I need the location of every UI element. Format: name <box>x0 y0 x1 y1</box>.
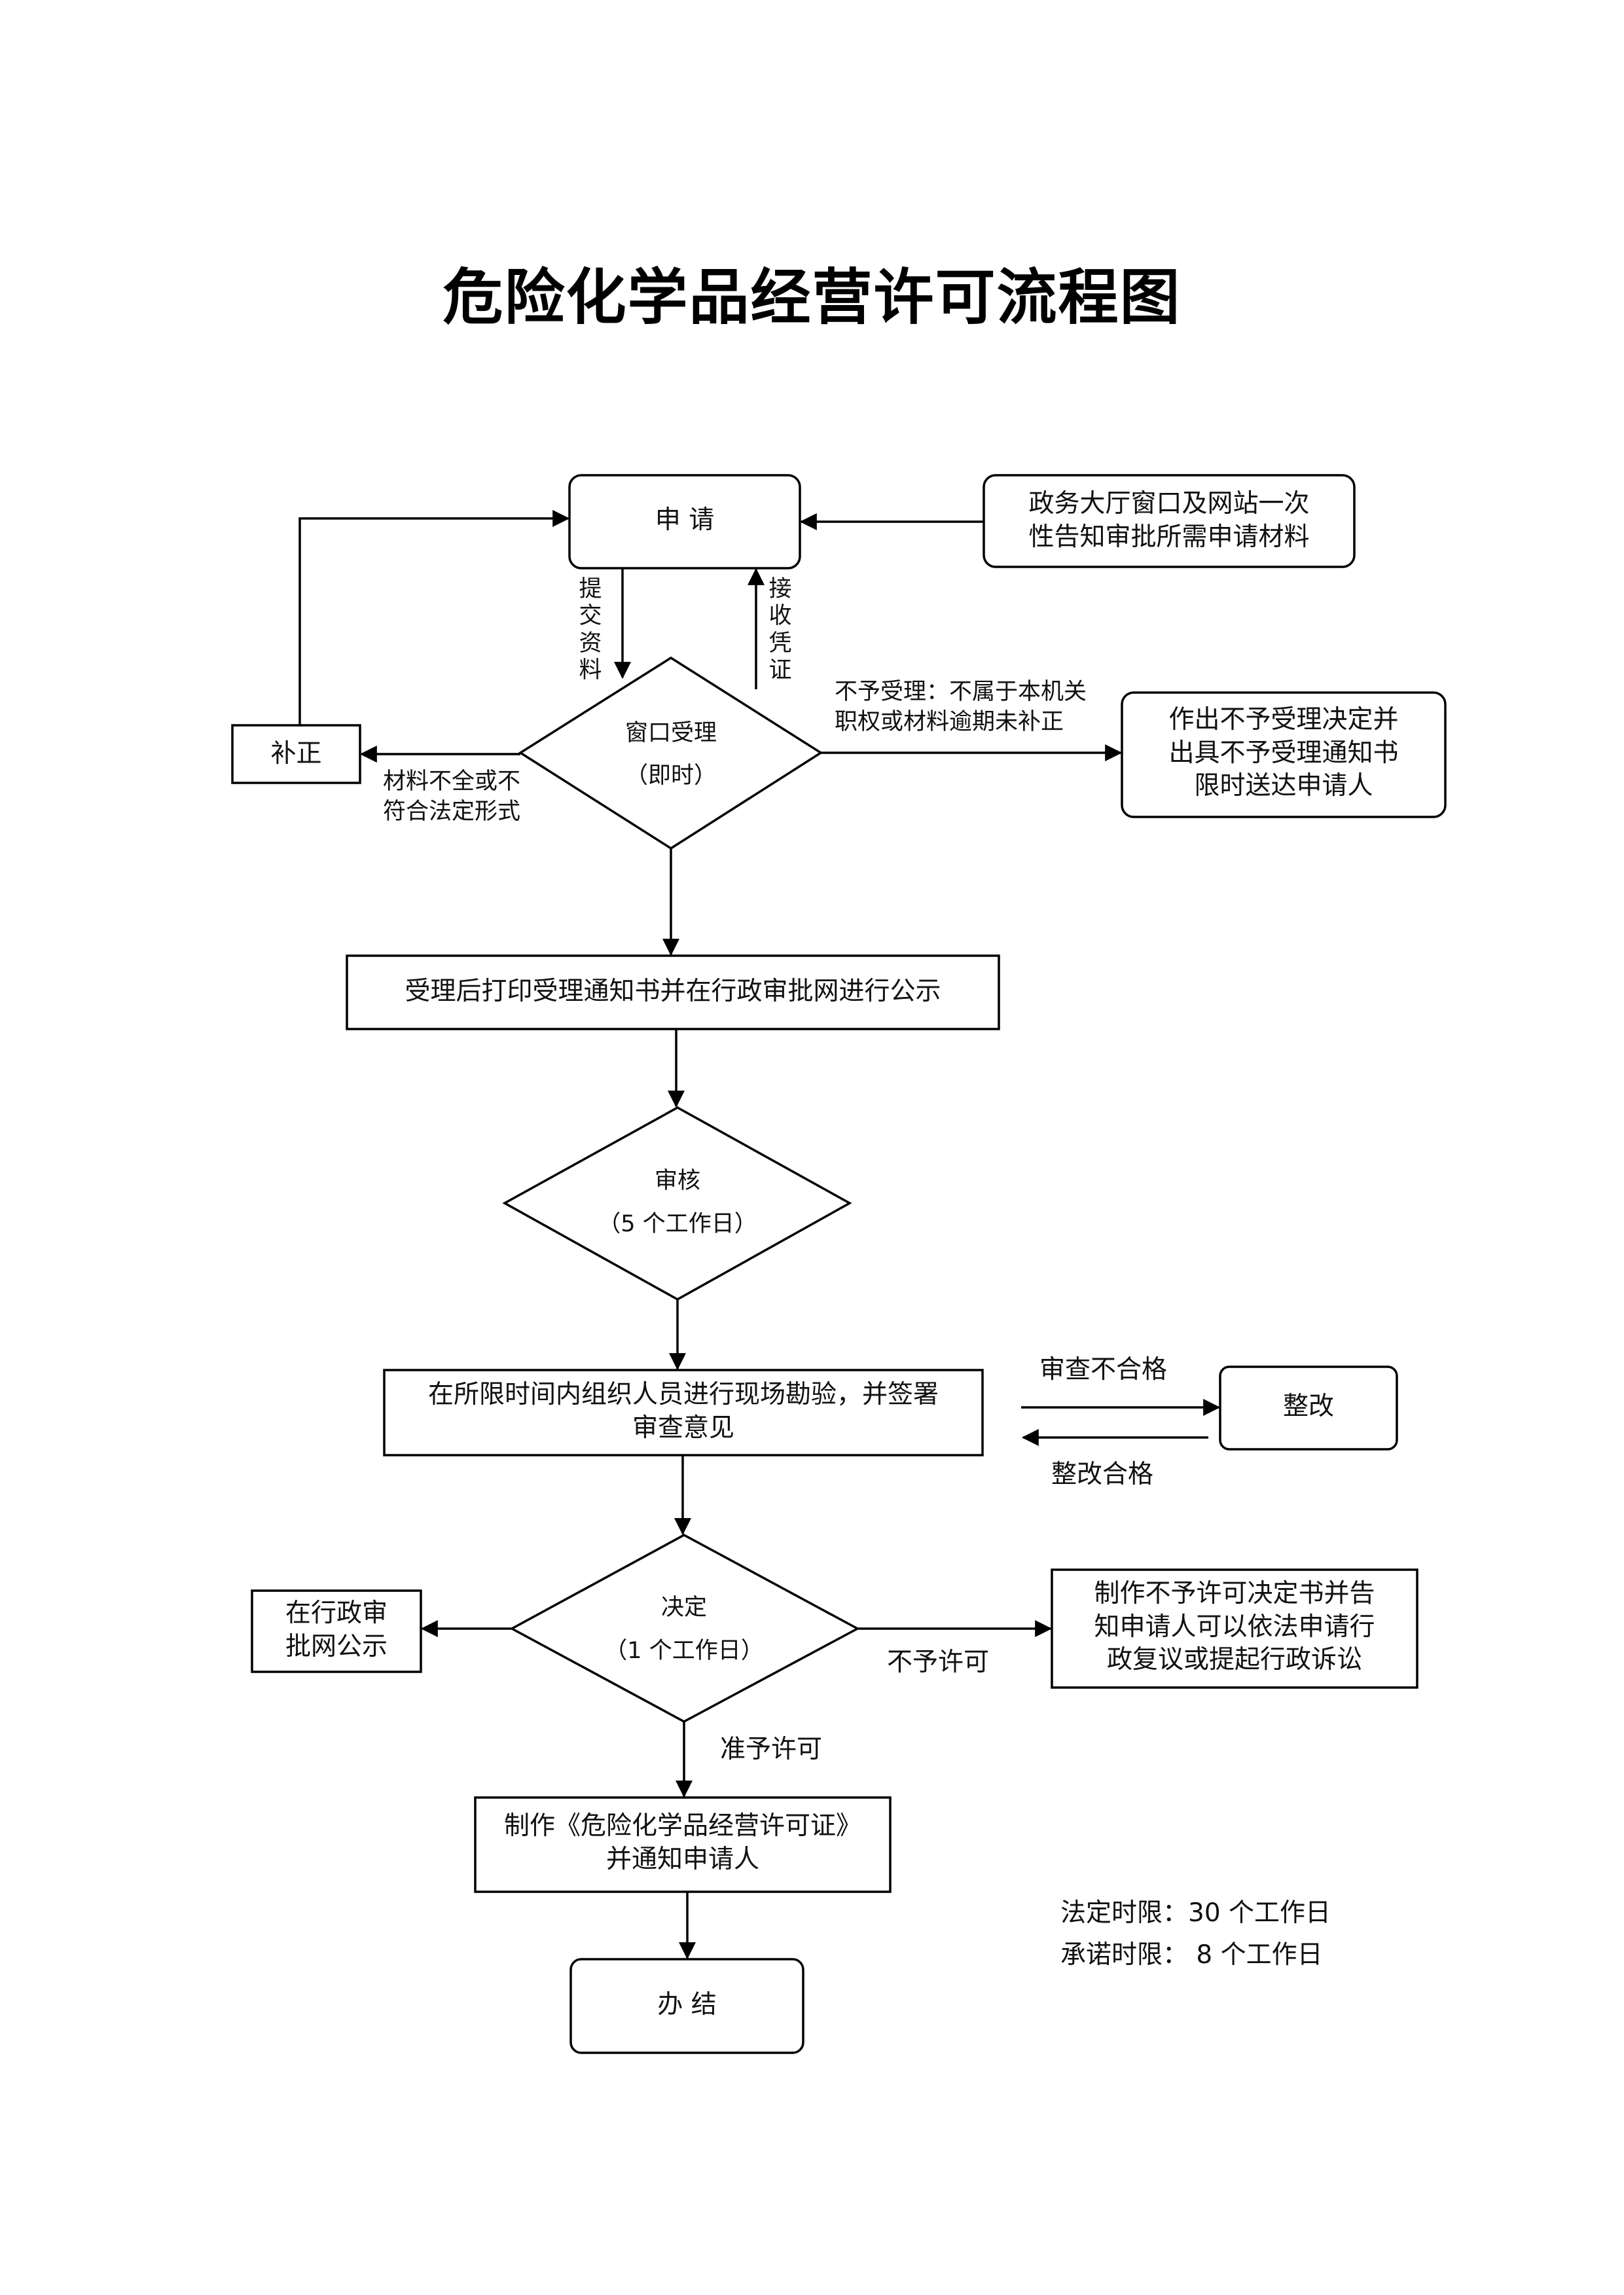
arrow-correct-to-apply <box>298 510 570 725</box>
rectify-pass-label: 整改合格 <box>1051 1460 1154 1489</box>
review-diamond <box>502 1106 852 1301</box>
review-fail-label: 审查不合格 <box>1039 1355 1168 1384</box>
finish-label: 办 结 <box>657 1990 717 2019</box>
rectify-label: 整改 <box>1282 1392 1334 1421</box>
window-accept-diamond <box>518 656 823 850</box>
notice-materials-label: 政务大厅窗口及网站一次 性告知审批所需申请材料 <box>1028 489 1310 552</box>
decision-time-label: （1 个工作日） <box>604 1638 764 1664</box>
reject-decision-label: 作出不予受理决定并 出具不予受理通知书 限时送达申请人 <box>1168 705 1399 801</box>
site-inspection-label: 在所限时间内组织人员进行现场勘验，并签署 审查意见 <box>427 1380 939 1443</box>
page-title: 危险化学品经营许可流程图 <box>442 262 1182 333</box>
permitted-label: 准予许可 <box>720 1735 823 1764</box>
not-accepted-label: 不予受理：不属于本机关 职权或材料逾期未补正 <box>835 679 1087 735</box>
deny-notice-label: 制作不予许可决定书并告 知申请人可以依法申请行 政复议或提起行政诉讼 <box>1094 1579 1375 1675</box>
receive-voucher-label: 接收凭证 <box>768 576 792 683</box>
promised-time-limit: 承诺时限： 8 个工作日 <box>1060 1940 1323 1970</box>
review-time-label: （5 个工作日） <box>598 1211 757 1237</box>
decision-label: 决定 <box>660 1595 707 1621</box>
incomplete-label: 材料不全或不 符合法定形式 <box>383 768 521 825</box>
submit-materials-label: 提交资料 <box>579 576 602 683</box>
publicize-label: 在行政审 批网公示 <box>285 1599 388 1661</box>
legal-time-limit: 法定时限：30 个工作日 <box>1060 1898 1331 1928</box>
window-accept-label: 窗口受理 <box>624 720 717 746</box>
apply-label: 申 请 <box>655 505 715 535</box>
make-license-label: 制作《危险化学品经营许可证》 并通知申请人 <box>503 1811 861 1874</box>
review-label: 审核 <box>654 1168 700 1194</box>
print-notice-label: 受理后打印受理通知书并在行政审批网进行公示 <box>405 977 941 1006</box>
decision-diamond <box>509 1534 860 1723</box>
correct-label: 补正 <box>270 739 322 768</box>
not-permitted-label: 不予许可 <box>887 1648 990 1677</box>
window-accept-time-label: （即时） <box>624 763 717 789</box>
